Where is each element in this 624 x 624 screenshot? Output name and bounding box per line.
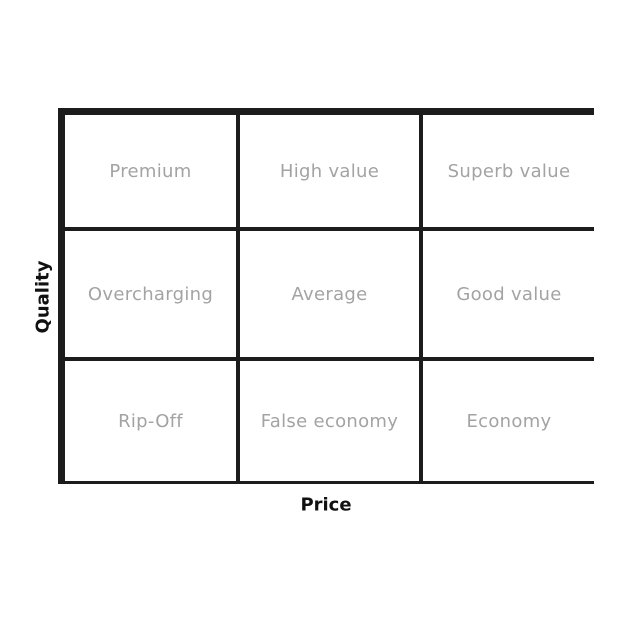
matrix-cell-high-value: High value xyxy=(240,115,419,227)
price-quality-matrix: Premium High value Superb value Overchar… xyxy=(58,108,595,484)
matrix-cell-superb-value: Superb value xyxy=(423,115,595,227)
matrix-cell-average: Average xyxy=(240,231,419,357)
matrix-cell-economy: Economy xyxy=(423,361,595,481)
matrix-cell-good-value: Good value xyxy=(423,231,595,357)
matrix-cell-false-economy: False economy xyxy=(240,361,419,481)
matrix-cell-premium: Premium xyxy=(65,115,236,227)
matrix-cell-overcharging: Overcharging xyxy=(65,231,236,357)
y-axis-label: Quality xyxy=(32,260,54,334)
x-axis-label: Price xyxy=(300,494,352,516)
matrix-cell-rip-off: Rip-Off xyxy=(65,361,236,481)
